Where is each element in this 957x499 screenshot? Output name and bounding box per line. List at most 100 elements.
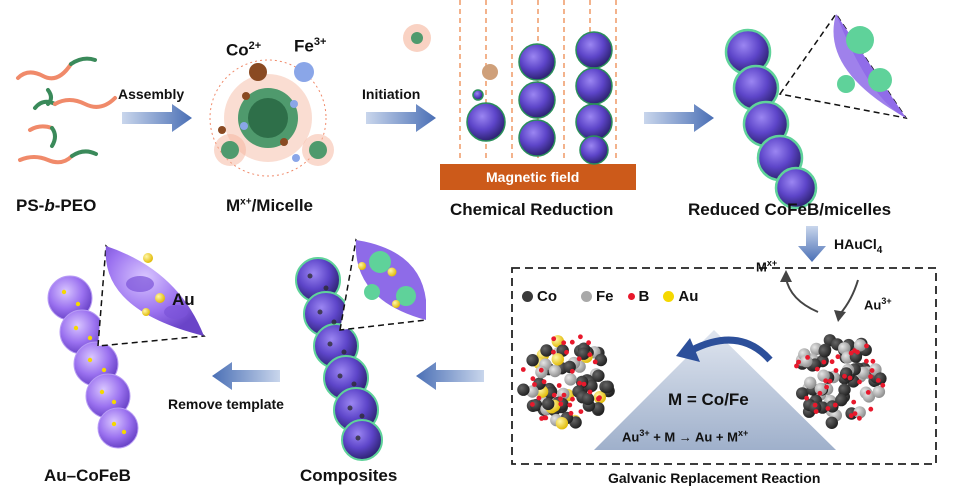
atom-particle [818,345,831,358]
au3-base: Au [864,297,882,313]
micelle-label: Mx+/Micelle [226,196,313,216]
legend-label-b: B [638,288,650,305]
reduction-spheres [403,24,613,165]
atom-particle [592,402,605,415]
boron-particle [869,368,875,373]
boron-particle [532,382,537,387]
micelle-illustration [209,59,334,177]
boron-particle [576,356,582,362]
boron-particle [813,409,819,414]
boron-particle [558,401,564,407]
initiation-label: Initiation [362,86,421,102]
equation-a-sup: 3+ [639,428,650,438]
atom-particle [517,383,530,396]
boron-particle [578,409,584,414]
boron-particle [864,358,869,364]
galvanic-box [511,267,937,465]
remove-template-arrow [212,362,280,390]
equation-triangle [594,330,836,450]
boron-particle [578,334,583,340]
micelle-label-rest: /Micelle [251,196,313,215]
boron-particle [564,349,569,355]
boron-particle [851,399,857,405]
composites-chain [295,257,383,461]
right-particle-cluster [794,334,887,429]
ps-peo-label-italic: b [44,196,55,215]
boron-particle [868,406,874,412]
boron-particle [543,415,549,421]
boron-particle [520,367,526,372]
co-ion-base: Co [226,40,249,60]
boron-particle [530,376,536,382]
legend-swatch-fe [581,291,592,302]
boron-particle [536,395,542,401]
reduced-label: Reduced CoFeB/micelles [688,200,892,219]
atom-particle [529,398,543,412]
au-cofeb-zoom-detail [126,253,188,319]
boron-particle [556,383,562,388]
boron-particle [812,402,818,408]
atom-particle [853,406,866,419]
atom-particle [835,393,848,407]
composites-dots [307,273,365,441]
boron-particle [581,381,587,387]
boron-particle [551,392,557,398]
fe-ion-base: Fe [294,36,314,56]
boron-particle [821,359,827,365]
mx-label: Mx+ [756,258,777,274]
assembly-arrow [122,104,192,132]
atom-particle [548,364,562,378]
equation-b: + M → Au + M [649,429,738,445]
boron-particle [875,378,881,383]
boron-particle [848,413,854,419]
equation-m-label: M = Co/Fe [668,390,749,409]
reduced-zoom-brushes [837,26,892,93]
boron-particle [880,382,886,388]
au-cofeb-chain [47,275,139,449]
boron-particle [587,389,593,395]
ps-peo-label-post: -PEO [54,196,97,215]
ps-peo-label: PS-b-PEO [16,196,96,216]
atom-particle [601,380,614,393]
haucl4-sub: 4 [876,244,883,256]
co-ion-sup: 2+ [248,40,262,52]
boron-particle [570,396,575,402]
boron-particle [868,374,873,379]
boron-particle [842,373,847,379]
ps-peo-label-pre: PS- [16,196,45,215]
atom-particle [853,339,867,352]
composites-label: Composites [300,466,398,485]
haucl4-arrow [798,226,826,262]
boron-particle [870,358,876,364]
boron-particle [857,379,862,385]
chemical-reduction-label: Chemical Reduction [450,200,614,219]
boron-particle [847,375,853,381]
boron-particle [596,396,601,401]
haucl4-label: HAuCl4 [834,236,882,256]
atom-particle [838,383,851,396]
boron-particle [827,378,833,384]
co-ion-label: Co2+ [226,40,261,61]
mx-out-arrow [785,277,819,313]
boron-particle [569,339,575,345]
boron-particle [530,402,535,407]
boron-particle [832,402,838,408]
boron-particle [814,366,820,372]
composites-zoom-detail [358,251,416,308]
atom-particle [594,353,608,367]
legend-swatch-b [627,293,635,300]
boron-particle [865,390,871,395]
boron-particle [541,379,547,385]
magnetic-field-label: Magnetic field [486,169,580,185]
magnetic-field-bar [440,164,636,190]
remove-template-label: Remove template [168,396,284,412]
atom-particle [581,392,595,406]
micelle-label-sup: x+ [240,196,252,208]
boron-particle [794,363,799,369]
atom-particle [564,373,577,386]
fe-ion-sup: 3+ [313,36,327,48]
boron-particle [551,349,556,355]
legend-item-co: Co [522,288,557,305]
boron-particle [568,410,574,416]
